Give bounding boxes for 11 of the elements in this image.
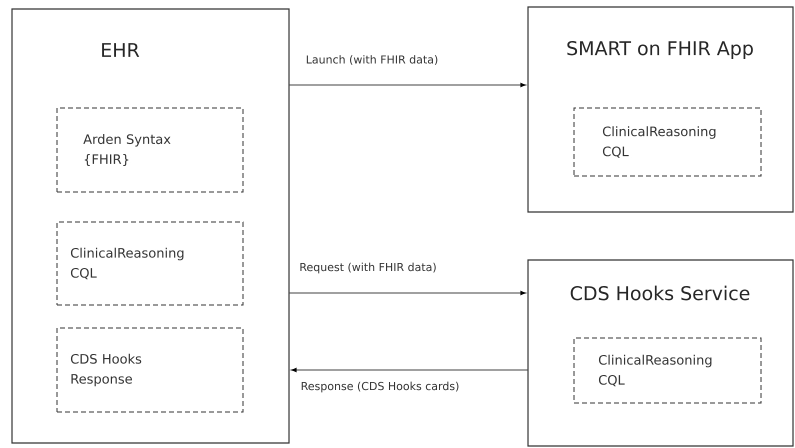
component-box: ClinicalReasoning CQL bbox=[574, 338, 762, 404]
edge-label: Request (with FHIR data) bbox=[300, 262, 436, 274]
component-box: ClinicalReasoning CQL bbox=[56, 222, 244, 306]
edge-label: Response (CDS Hooks cards) bbox=[302, 382, 458, 392]
edge-label: Launch (with FHIR data) bbox=[306, 55, 438, 65]
component-box: Arden Syntax {FHIR} bbox=[56, 108, 244, 192]
component-box: CDS Hooks Response bbox=[56, 328, 244, 412]
arrow bbox=[289, 290, 526, 296]
arrow bbox=[289, 82, 526, 88]
arrow bbox=[290, 368, 528, 372]
component-box: ClinicalReasoning CQL bbox=[574, 108, 762, 176]
